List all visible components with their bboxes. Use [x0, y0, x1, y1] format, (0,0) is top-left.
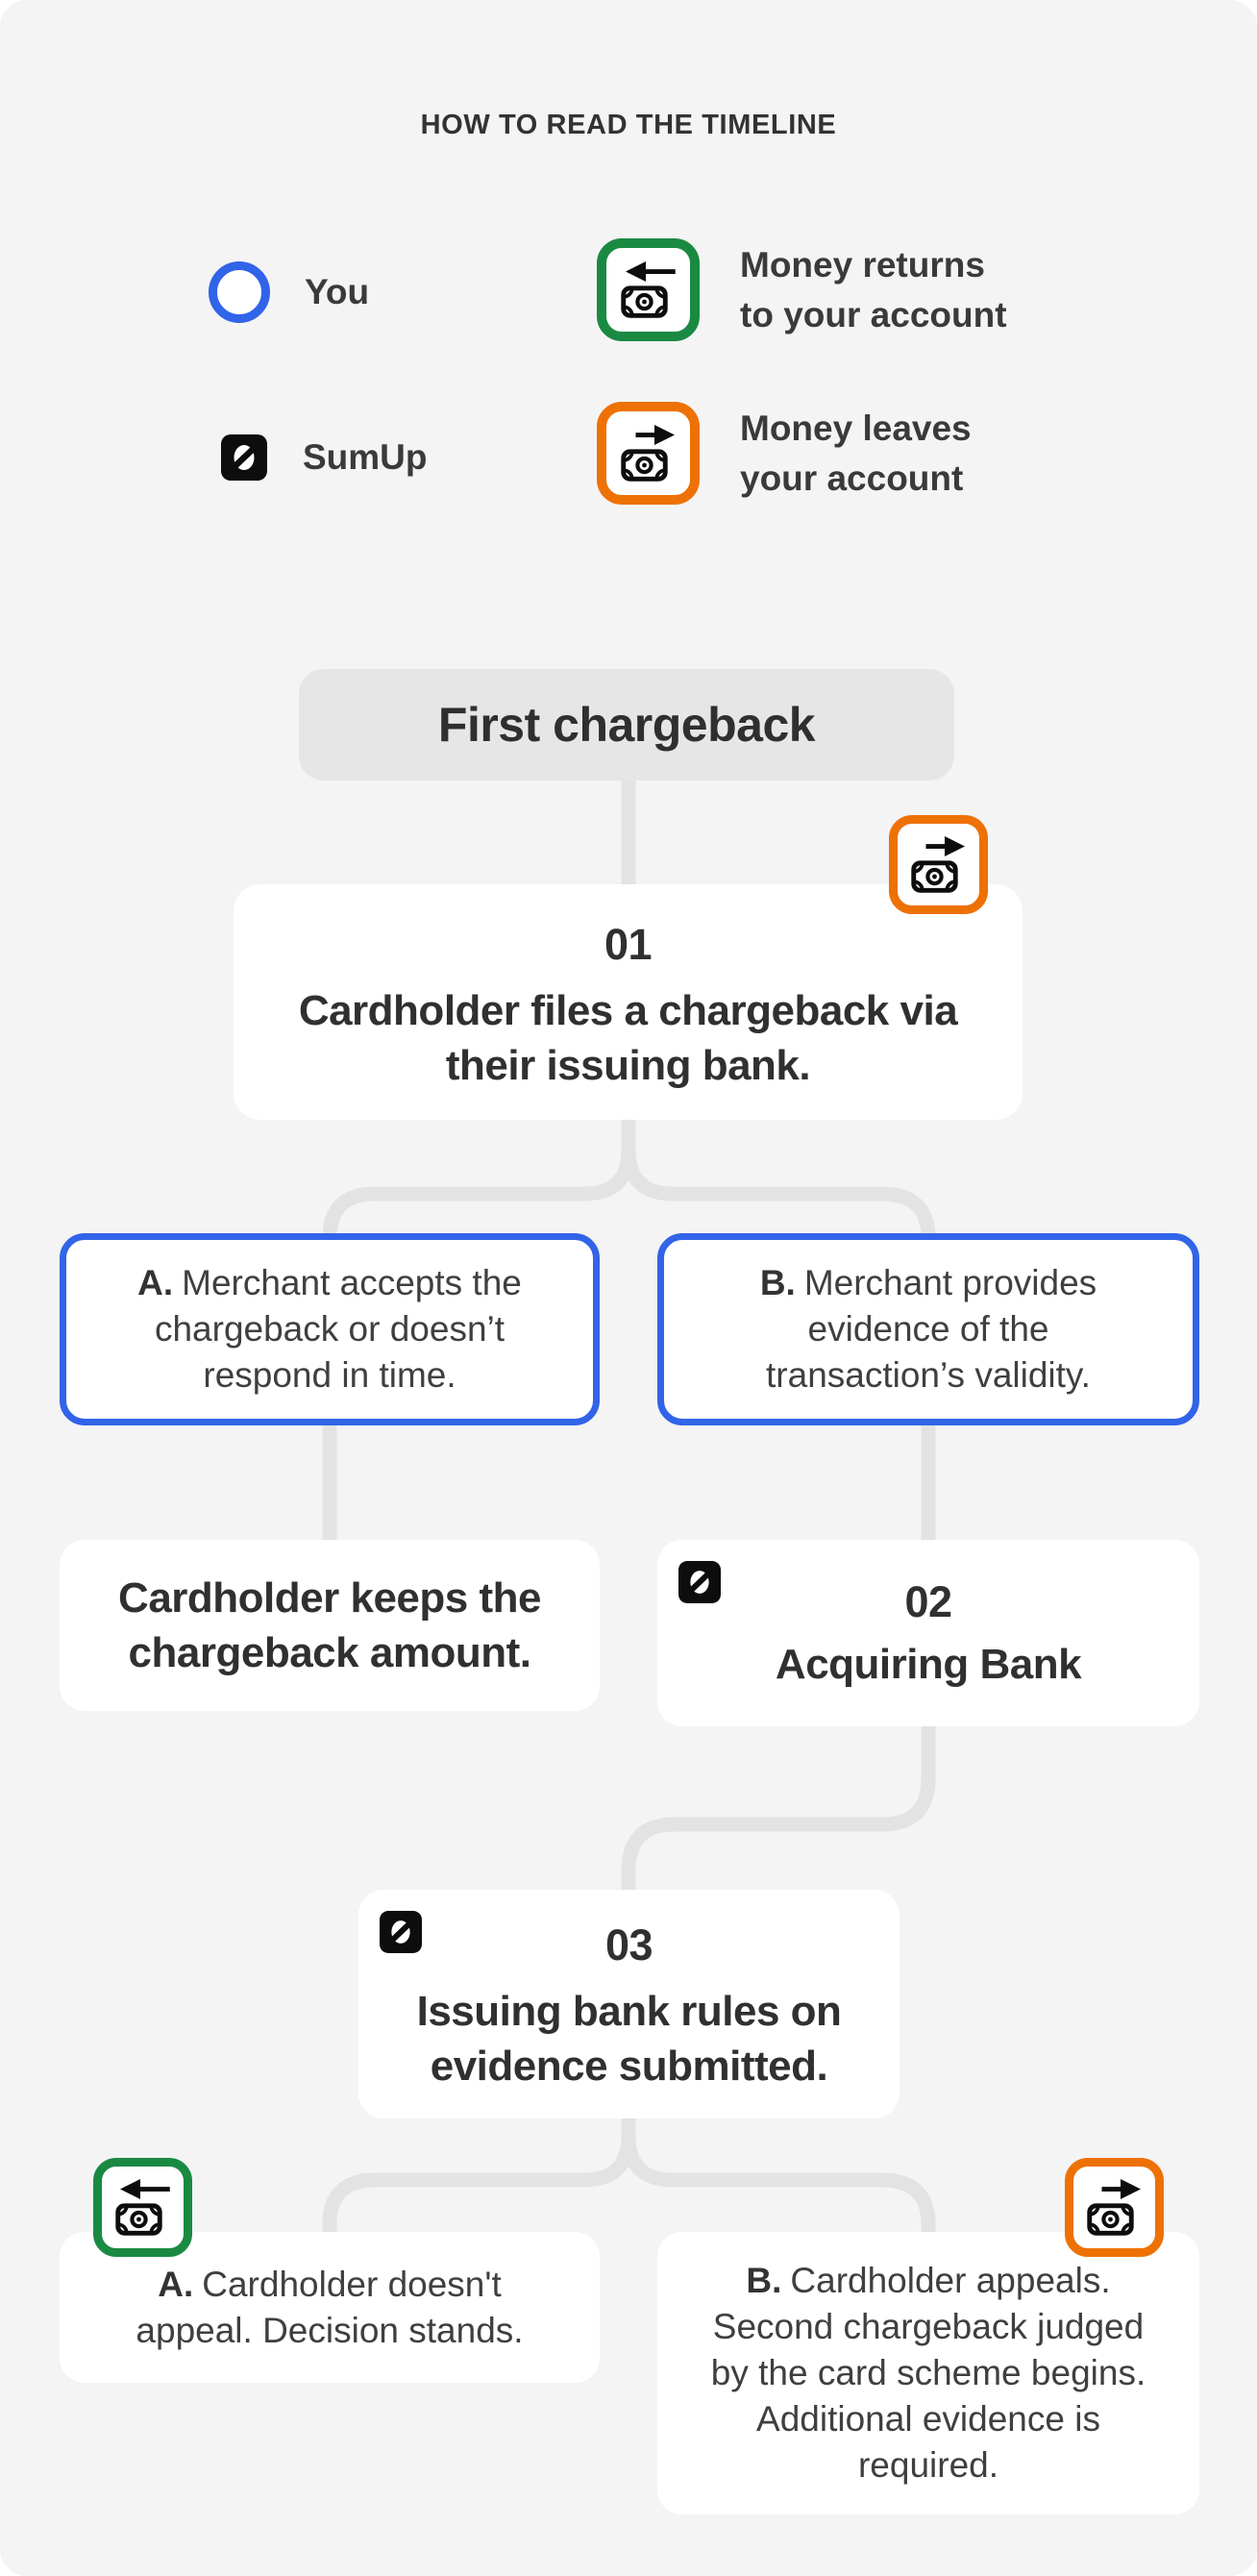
option-b2-card: B.Cardholder appeals. Second chargeback …	[657, 2232, 1199, 2514]
option-label: A.	[158, 2264, 194, 2304]
step-number: 03	[604, 1920, 653, 1969]
connector-step02-to-step03	[621, 1719, 936, 1903]
option-a1-card: A.Merchant accepts the chargeback or doe…	[60, 1233, 600, 1425]
legend-item-money-returns: Money returns to your account	[597, 238, 1028, 341]
option-body: Merchant provides evidence of the transa…	[766, 1263, 1097, 1395]
sumup-logo-icon	[678, 1561, 721, 1603]
legend-you-label: You	[305, 272, 370, 311]
banknote-arrow-left-icon	[614, 256, 683, 325]
sumup-logo-icon	[380, 1911, 422, 1953]
page-title: HOW TO READ THE TIMELINE	[420, 110, 837, 140]
step-text: Acquiring Bank	[775, 1640, 1082, 1688]
sumup-logo-icon	[221, 434, 267, 481]
legend-money-leaves-label: Money leaves your account	[740, 408, 972, 498]
banknote-arrow-left-icon	[109, 2173, 178, 2242]
legend-money-returns-label: Money returns to your account	[740, 244, 1007, 334]
option-text: A.Cardholder doesn't appeal. Decision st…	[115, 2262, 544, 2354]
step-text: Issuing bank rules on evidence submitted…	[416, 1988, 842, 2090]
step-number: 02	[904, 1576, 952, 1626]
legend-item-money-leaves: Money leaves your account	[597, 402, 1028, 505]
option-label: B.	[746, 2261, 782, 2300]
option-text: B.Cardholder appeals. Second chargeback …	[700, 2258, 1157, 2489]
step-03-card: 03 Issuing bank rules on evidence submit…	[358, 1890, 900, 2118]
connector-step03-to-option-b2	[621, 2111, 936, 2249]
money-out-icon	[1065, 2158, 1164, 2257]
option-label: B.	[759, 1263, 796, 1302]
money-out-icon	[889, 815, 988, 914]
option-body: Merchant accepts the chargeback or doesn…	[154, 1263, 522, 1395]
option-text: B.Merchant provides evidence of the tran…	[704, 1260, 1152, 1399]
money-in-icon	[597, 238, 700, 341]
outcome-text: Cardholder keeps the chargeback amount.	[118, 1574, 541, 1676]
option-body: Cardholder doesn't appeal. Decision stan…	[136, 2264, 524, 2350]
money-in-icon	[93, 2158, 192, 2257]
step-number: 01	[604, 919, 653, 969]
legend-item-sumup: SumUp	[221, 433, 428, 483]
step-02-card: 02 Acquiring Bank	[657, 1540, 1199, 1726]
option-b1-card: B.Merchant provides evidence of the tran…	[657, 1233, 1199, 1425]
option-body: Cardholder appeals. Second chargeback ju…	[710, 2261, 1146, 2485]
money-out-icon	[597, 402, 700, 505]
connector-step01-to-option-b1	[621, 1105, 936, 1259]
banknote-arrow-right-icon	[1080, 2173, 1149, 2242]
legend-item-you: You	[209, 261, 369, 323]
banknote-arrow-right-icon	[904, 830, 974, 900]
step-text: Cardholder files a chargeback via their …	[298, 986, 958, 1089]
outcome-a1-card: Cardholder keeps the chargeback amount.	[60, 1540, 600, 1711]
connector-step03-to-option-a2	[322, 2111, 636, 2249]
banknote-arrow-right-icon	[614, 419, 683, 488]
you-circle-icon	[209, 261, 270, 323]
step-01-card: 01 Cardholder files a chargeback via the…	[234, 884, 1023, 1120]
option-text: A.Merchant accepts the chargeback or doe…	[114, 1260, 545, 1399]
legend-sumup-label: SumUp	[303, 437, 428, 477]
option-label: A.	[137, 1263, 174, 1302]
stage-title-pill: First chargeback	[299, 669, 954, 780]
option-a2-card: A.Cardholder doesn't appeal. Decision st…	[60, 2232, 600, 2383]
